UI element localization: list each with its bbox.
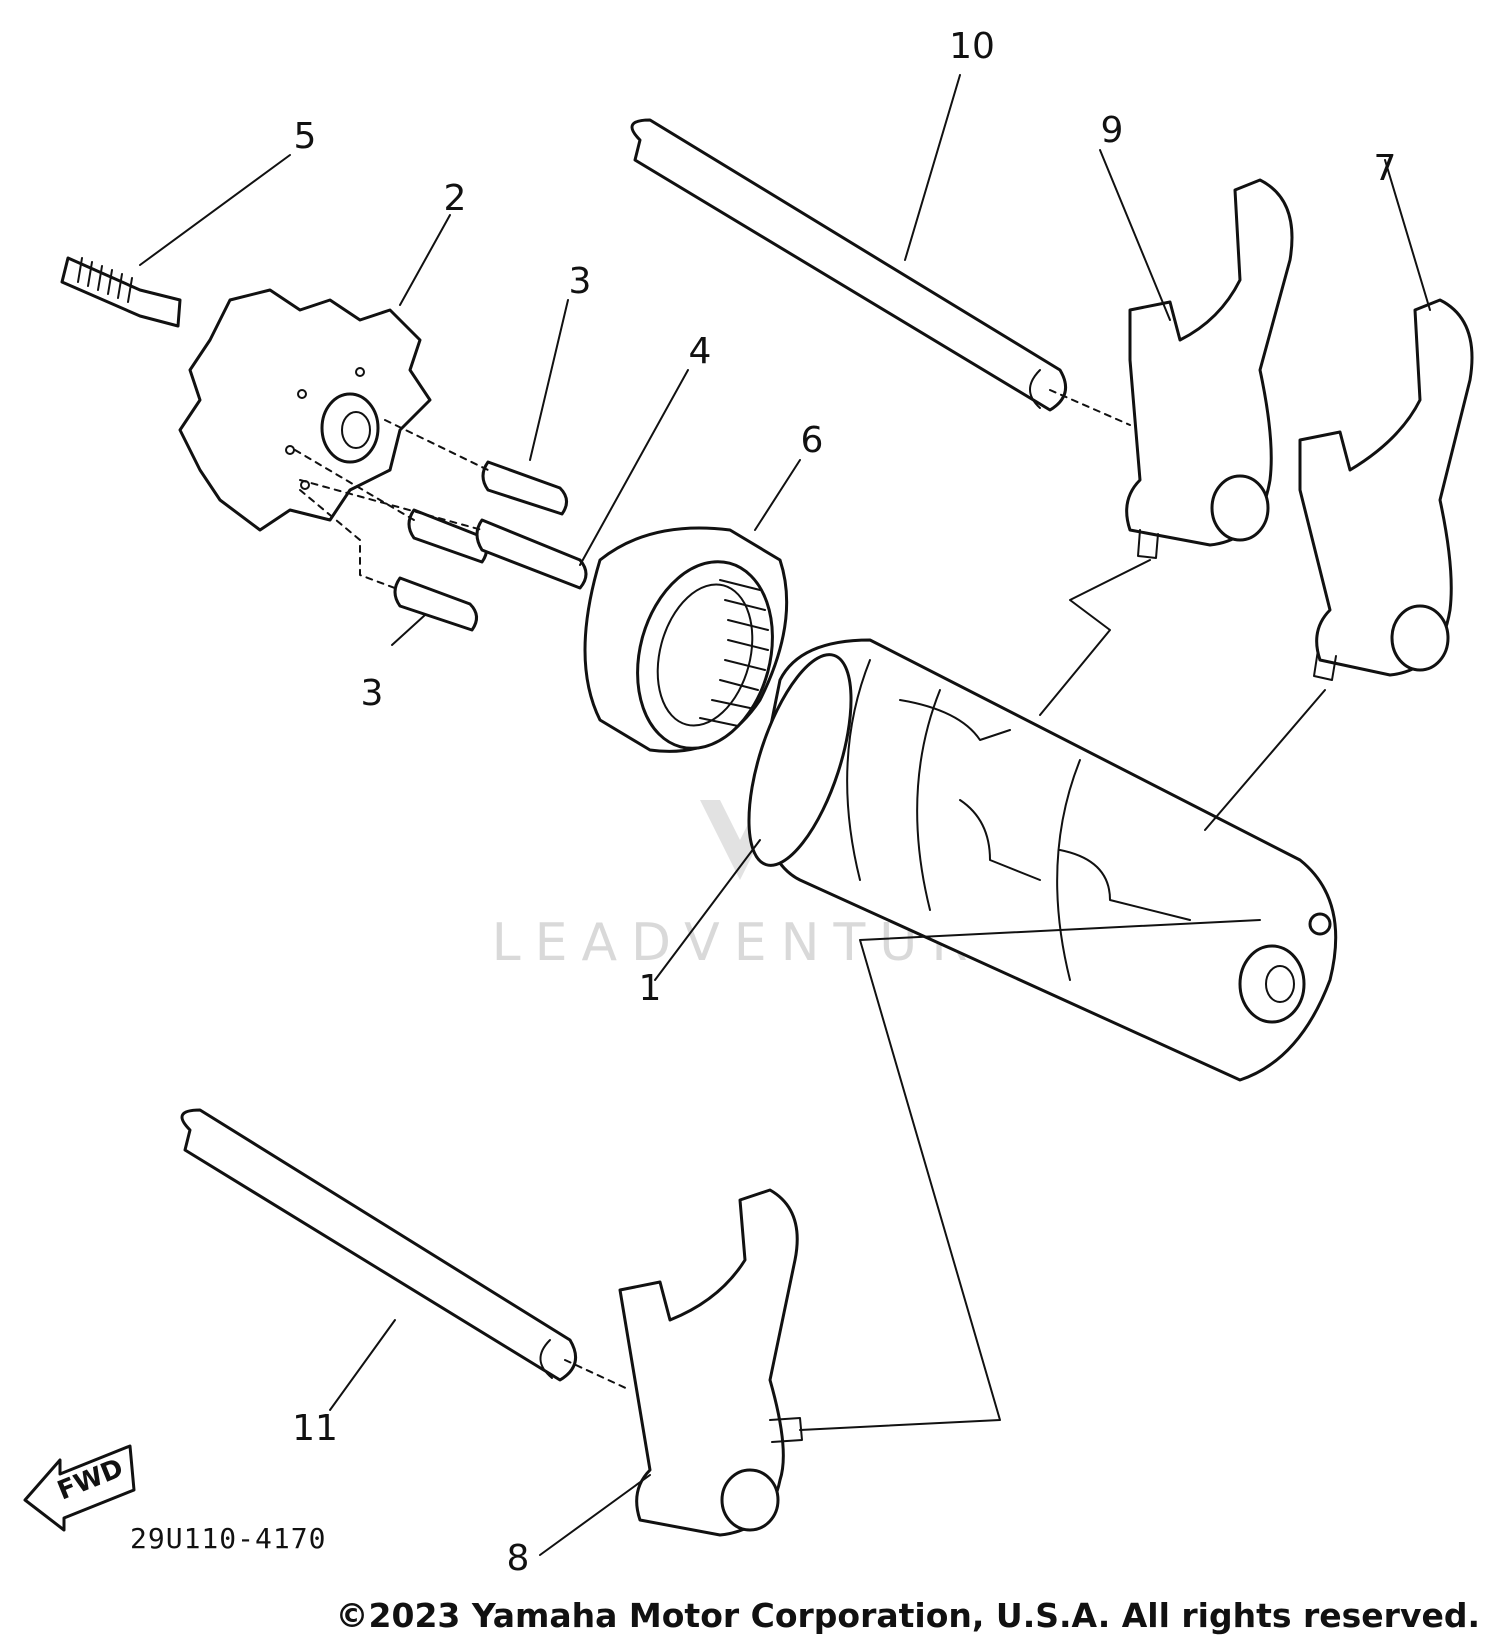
callout-10: 10 bbox=[949, 26, 995, 67]
callout-7: 7 bbox=[1374, 148, 1397, 189]
leader-lines bbox=[139, 74, 1431, 1556]
copyright-notice: ©2023 Yamaha Motor Corporation, U.S.A. A… bbox=[335, 1596, 1480, 1635]
part-3-pin-upper[interactable] bbox=[481, 460, 568, 516]
callout-6: 6 bbox=[801, 420, 824, 461]
part-8-shift-fork[interactable] bbox=[618, 1188, 803, 1537]
callout-2: 2 bbox=[444, 178, 467, 219]
part-1-shift-drum[interactable] bbox=[728, 638, 1338, 1082]
part-3-pin-lower[interactable] bbox=[393, 576, 478, 632]
callout-1: 1 bbox=[639, 968, 662, 1009]
part-11-shaft[interactable] bbox=[180, 1108, 578, 1382]
callout-4: 4 bbox=[689, 331, 712, 372]
fwd-arrow-icon: FWD bbox=[23, 1444, 136, 1532]
callout-5: 5 bbox=[294, 116, 317, 157]
part-3-pin-mid[interactable] bbox=[407, 508, 488, 564]
callout-3-lower: 3 bbox=[361, 673, 384, 714]
part-9-shift-fork[interactable] bbox=[1125, 178, 1294, 559]
part-code: 29U110-4170 bbox=[130, 1522, 326, 1555]
callout-3-upper: 3 bbox=[569, 261, 592, 302]
part-4-pin[interactable] bbox=[475, 518, 588, 590]
callout-9: 9 bbox=[1101, 110, 1124, 151]
part-10-shaft[interactable] bbox=[630, 118, 1068, 412]
callout-11: 11 bbox=[292, 1408, 338, 1449]
part-6-bearing[interactable] bbox=[583, 526, 792, 764]
part-2-segment[interactable] bbox=[178, 288, 432, 532]
callout-8: 8 bbox=[507, 1538, 530, 1579]
part-7-shift-fork[interactable] bbox=[1298, 298, 1474, 681]
part-5-screw[interactable] bbox=[60, 256, 182, 328]
